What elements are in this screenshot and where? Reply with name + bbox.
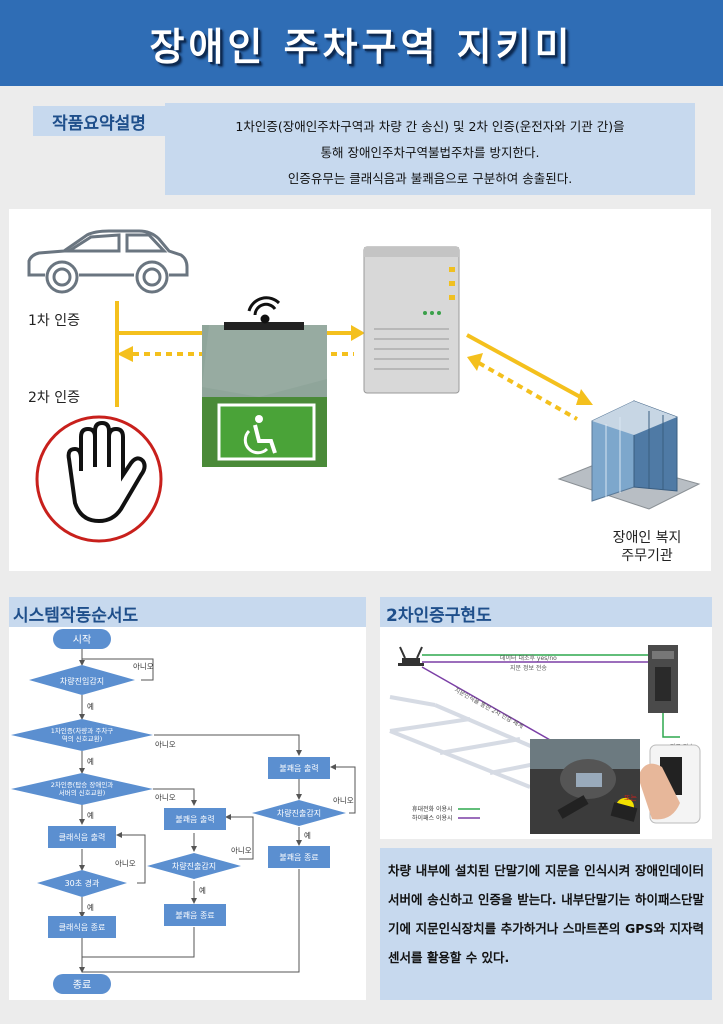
- or-label: 또는: [624, 794, 637, 802]
- auth2-diagram: 데이터 대조후 yes/no 지문 정보 전송 지문인식을 통한 2차 인증 체…: [389, 645, 701, 834]
- legend-hipass-label: 하이패스 이용시: [412, 814, 453, 822]
- flow-auth1: 1차인증(차량과 주차구 역의 신호교환): [11, 719, 153, 751]
- svg-text:시작: 시작: [73, 634, 91, 646]
- svg-text:클래식음 출력: 클래식음 출력: [59, 832, 106, 842]
- flowchart: 시작 차량진입감지 1차인증(차량과 주차구 역의 신호교환) 2차인증(탑승 …: [11, 629, 356, 994]
- smartphone-icon: [638, 744, 701, 824]
- svg-text:예: 예: [87, 810, 94, 820]
- flow-detect-exit-mid: 차량진출감지: [147, 853, 241, 879]
- svg-text:예: 예: [87, 756, 94, 766]
- svg-text:불쾌음 종료: 불쾌음 종료: [279, 852, 318, 862]
- antenna-icon: [398, 646, 424, 666]
- svg-text:클래식음 종료: 클래식음 종료: [59, 923, 106, 932]
- agency-label-line2: 주무기관: [621, 548, 673, 564]
- diag-path-label: 지문인식을 통한 2차 인증 체계: [453, 686, 525, 731]
- flow-unpleasant-end-mid: 불쾌음 종료: [164, 904, 226, 926]
- agency-server-arrow: [478, 361, 578, 421]
- building-icon: [557, 400, 701, 510]
- summary-line-2: 통해 장애인주차구역불법주차를 방지한다.: [320, 145, 540, 160]
- system-diagram: [27, 229, 701, 543]
- svg-text:차량진입감지: 차량진입감지: [60, 676, 104, 686]
- server-small-icon: [648, 645, 678, 713]
- wifi-icon: [247, 296, 281, 324]
- auth1-label: 1차 인증: [28, 313, 80, 329]
- summary-line-3: 인증유무는 클래식음과 불쾌음으로 구분하여 송출된다.: [287, 171, 573, 186]
- fp-send-label: 지문 정보 전송: [510, 664, 547, 672]
- flow-unpleasant-out-right: 불쾌음 출력: [268, 757, 330, 779]
- svg-text:역의 신호교환): 역의 신호교환): [62, 734, 102, 743]
- svg-text:아니오: 아니오: [333, 795, 354, 805]
- description-box: 차량 내부에 설치된 단말기에 지문을 인식시켜 장애인데이터서버에 송신하고 …: [380, 848, 712, 1000]
- agency-label: 장애인 복지 주무기관: [592, 529, 702, 565]
- system-diagram-panel: 1차 인증 2차 인증 장애인 복지 주무기관: [9, 209, 711, 571]
- svg-text:1차인증(차량과 주차구: 1차인증(차량과 주차구: [51, 726, 114, 735]
- auth2-diagram-heading: 2차인증구현도: [380, 597, 712, 627]
- flow-branch-labels: 아니오 예 아니오 예 아니오 예 아니오 예 아니오 예 아니오 예: [87, 661, 354, 912]
- svg-text:불쾌음 출력: 불쾌음 출력: [175, 814, 214, 824]
- page-title: 장애인 주차구역 지키미: [149, 24, 574, 69]
- svg-text:서버의 신호교환): 서버의 신호교환): [59, 788, 105, 797]
- flow-unpleasant-out-mid: 불쾌음 출력: [164, 808, 226, 830]
- svg-text:2차인증(탑승 장애인과: 2차인증(탑승 장애인과: [51, 780, 114, 789]
- svg-text:예: 예: [87, 902, 94, 912]
- svg-text:아니오: 아니오: [133, 661, 154, 671]
- flowchart-panel: 시스템작동순서도: [9, 597, 366, 1000]
- agency-label-line1: 장애인 복지: [612, 530, 682, 546]
- summary-box: 1차인증(장애인주차구역과 차량 간 송신) 및 2차 인증(운전자와 기관 간…: [165, 103, 695, 195]
- legend-mobile-label: 휴대전화 이용시: [412, 805, 453, 813]
- flow-unpleasant-end-right: 불쾌음 종료: [268, 846, 330, 868]
- data-msg-label: 데이터 대조후 yes/no: [500, 654, 557, 662]
- svg-text:불쾌음 출력: 불쾌음 출력: [279, 763, 318, 773]
- svg-text:예: 예: [304, 830, 311, 840]
- svg-text:차량진출감지: 차량진출감지: [277, 808, 321, 818]
- svg-text:30초 경과: 30초 경과: [65, 878, 100, 888]
- car-dashboard-photo: [530, 739, 640, 834]
- flow-end: 종료: [53, 974, 111, 994]
- summary-label: 작품요약설명: [33, 106, 165, 136]
- server-icon: [363, 246, 460, 394]
- hipass-card-icon: [610, 802, 638, 822]
- svg-text:예: 예: [199, 885, 206, 895]
- flow-start: 시작: [53, 629, 111, 649]
- flow-auth2: 2차인증(탑승 장애인과 서버의 신호교환): [11, 773, 153, 805]
- svg-text:아니오: 아니오: [231, 845, 252, 855]
- flow-classic-end: 클래식음 종료: [48, 916, 116, 938]
- flow-detect-exit-right: 차량진출감지: [252, 800, 346, 826]
- svg-text:아니오: 아니오: [155, 739, 176, 749]
- svg-text:종료: 종료: [73, 979, 91, 991]
- summary-line-1: 1차인증(장애인주차구역과 차량 간 송신) 및 2차 인증(운전자와 기관 간…: [235, 119, 625, 134]
- parking-lines: [389, 695, 571, 789]
- stop-hand-icon: [35, 415, 163, 543]
- svg-text:아니오: 아니오: [115, 858, 136, 868]
- parking-space-image: [202, 322, 327, 467]
- flow-detect-entry: 차량진입감지: [29, 665, 135, 695]
- svg-text:예: 예: [87, 701, 94, 711]
- flowchart-heading: 시스템작동순서도: [9, 597, 366, 627]
- svg-text:아니오: 아니오: [155, 792, 176, 802]
- car-icon: [27, 229, 189, 294]
- server-agency-arrow: [466, 333, 585, 401]
- flow-wait30: 30초 경과: [37, 870, 127, 897]
- auth2-diagram-panel: 2차인증구현도 데이터 대조후 yes/no 지문 정보 전송 지문인식을 통한…: [380, 597, 712, 839]
- title-banner: 장애인 주차구역 지키미: [0, 0, 723, 86]
- flow-classic-out: 클래식음 출력: [48, 826, 116, 848]
- legend: 휴대전화 이용시 하이패스 이용시: [412, 805, 480, 822]
- svg-text:차량진출감지: 차량진출감지: [172, 861, 216, 871]
- auth2-label: 2차 인증: [28, 390, 80, 406]
- svg-text:불쾌음 종료: 불쾌음 종료: [175, 910, 214, 920]
